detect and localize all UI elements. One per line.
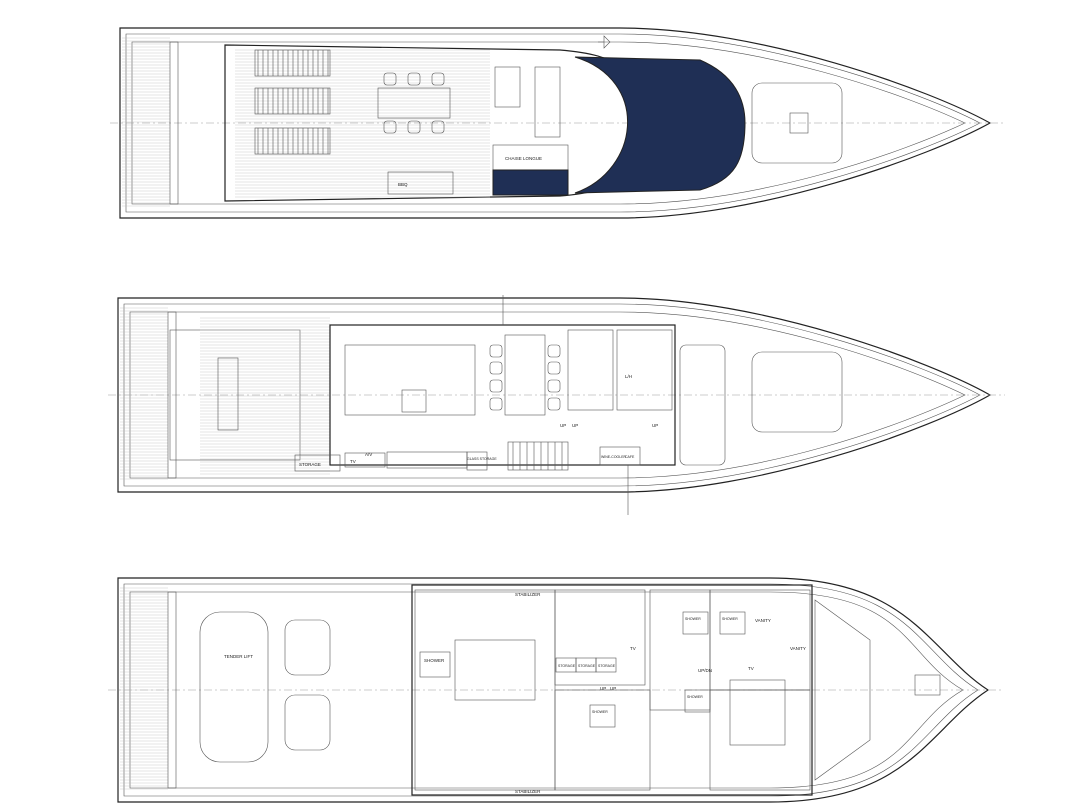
crew-area [709,589,811,691]
up-label: UP [610,686,616,691]
hatch [789,112,809,134]
av-label: A/V [365,452,372,457]
engine [284,694,331,751]
sun-lounger [254,49,331,77]
stabilizer-label: STABILIZER [515,592,541,597]
shower-label: SHOWER [687,695,703,699]
vanity-label: VANITY [755,618,771,623]
chair [547,344,561,358]
up-label: UP [652,423,658,428]
chair [383,120,397,134]
chair [547,397,561,411]
glass-storage [466,451,488,471]
chair [431,120,445,134]
guest-cabin [554,589,646,686]
cafe-label: CAFE [625,455,635,459]
storage-box [294,454,341,472]
tv-label: TV [748,666,754,671]
hull-outline [119,27,992,219]
lower-deck-plan: TENDER LIFT SHOWER STABILIZER STABILIZER STO… [108,577,1003,803]
shower [589,704,616,728]
storage-label: STORAGE [598,664,616,668]
chair [547,361,561,375]
shower-label: SHOWER [424,658,445,663]
aft-sofa [217,357,239,431]
up-label: UP [600,686,606,691]
helm-console [534,66,561,138]
dining-table [504,334,546,416]
shower-label: SHOWER [722,617,738,621]
tender-lift-label: TENDER LIFT [224,654,253,659]
tv-label: TV [630,646,636,651]
galley [567,329,614,411]
stabilizer-label: STABILIZER [515,789,541,794]
shower-label: SHOWER [592,710,608,714]
chair [489,361,503,375]
flybridge-plan: CHAISE LONGUE BBQ [110,27,1005,219]
storage-label: STORAGE [299,462,321,467]
chaise-longue-label: CHAISE LONGUE [505,156,542,161]
vip-bed [729,679,786,746]
storage-label: STORAGE [578,664,596,668]
wine-cooler-label: WINE-COOLER [601,455,627,459]
shower [719,611,746,635]
bathroom [649,589,711,711]
coffee-table [401,389,427,413]
pantry [616,329,673,411]
sun-lounger [254,87,331,115]
hull-outline [117,577,990,803]
foredeck-sunpad [751,351,843,433]
chair [407,72,421,86]
guest-cabin [554,689,651,791]
transom [167,311,177,479]
sun-lounger [254,127,331,155]
chair [431,72,445,86]
vip-cabin [709,689,811,791]
forepeak [814,599,871,781]
updn-label: UP/DN [698,668,712,673]
wine-cooler [599,446,641,466]
chair [383,72,397,86]
tender [199,611,269,763]
vanity-label: VANITY [790,646,806,651]
bbq-label: BBQ [398,182,408,187]
helm [679,344,726,466]
sideboard [386,451,468,469]
deck-edge [129,311,966,479]
anchor-windlass [914,674,941,696]
transom [167,591,177,789]
shower [684,689,711,713]
hardtop-windshield [574,56,746,194]
up-label: UP [560,423,566,428]
main-deck-plan: STORAGE TV A/V GLASS STORAGE WINE-COOLERCAFE… [108,295,1005,515]
shower-label: SHOWER [685,617,701,621]
lounge-sofa [344,344,476,416]
stairs [507,441,569,471]
tv-label: TV [350,459,356,464]
foredeck-sunpad [751,82,843,164]
transom [169,41,179,205]
canopy-section [492,169,569,196]
chair [489,397,503,411]
arrow [598,35,611,49]
glass-storage-label: GLASS STORAGE [467,457,497,461]
chair [407,120,421,134]
dining-table [377,87,451,119]
lh-label: L/H [625,374,632,379]
tv-cabinet [344,452,386,468]
chair [489,344,503,358]
bbq-unit [387,171,454,195]
accommodation [411,584,813,796]
engine [284,619,331,676]
up-label: UP [572,423,578,428]
storage [595,657,617,673]
chair [489,379,503,393]
salon [329,324,676,466]
master-bed [454,639,536,701]
chair [547,379,561,393]
shower [419,651,451,678]
storage-label: STORAGE [558,664,576,668]
cabinet [494,66,521,108]
shower [682,611,709,635]
